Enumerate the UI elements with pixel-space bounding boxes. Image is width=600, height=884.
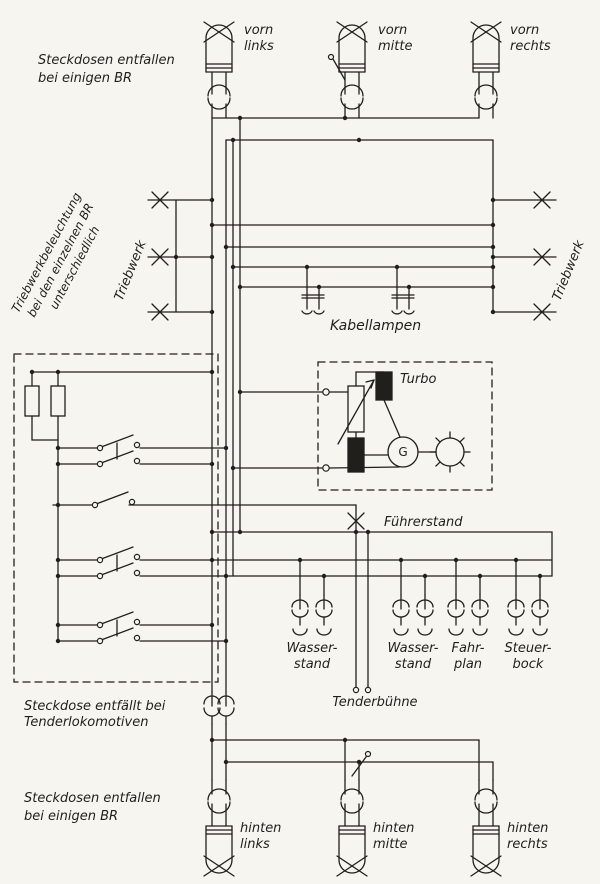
front-middle-label-1: vorn [378, 23, 407, 38]
cabinet-border [13, 353, 219, 683]
svg-text:Triebwerk: Triebwerk [550, 238, 588, 303]
switch-cabinet-group [13, 353, 227, 683]
junction-dots [29, 115, 543, 765]
triebwerk-lamps-right [492, 191, 557, 321]
front-right-label-2: rechts [510, 39, 551, 54]
note-bottom-line1: Steckdosen entfallen [24, 791, 161, 806]
triebwerk-left-label: Triebwerk [112, 238, 150, 303]
rear-middle-label-1: hinten [373, 821, 414, 836]
kabellampen-sockets [301, 266, 415, 315]
rear-left-label-1: hinten [240, 821, 281, 836]
fuehrerstand-label: Führerstand [384, 515, 463, 530]
steuerbock-label-2: bock [513, 657, 544, 672]
resistor-symbol [347, 385, 365, 433]
front-lamp-middle-symbol [327, 21, 368, 119]
tenderbuehne-label: Tenderbühne [332, 695, 417, 710]
switch-blade [332, 58, 346, 81]
turbine-symbol [429, 431, 471, 473]
fahrplan-label-2: plan [453, 657, 482, 672]
triebwerk-lamps-left [147, 191, 213, 321]
front-lamp-left-symbol [203, 21, 235, 119]
fahrplan-label-1: Fahr- [451, 641, 484, 656]
note-bottom-line2: bei einigen BR [24, 809, 118, 824]
note-top-line2: bei einigen BR [38, 71, 132, 86]
note-tender-line1: Steckdose entfällt bei [24, 699, 166, 714]
turbo-box-border [317, 361, 493, 491]
note-top-line1: Steckdosen entfallen [38, 53, 175, 68]
svg-text:Triebwerk: Triebwerk [112, 238, 150, 303]
wasserstand2-label-1: Wasser- [388, 641, 439, 656]
front-middle-label-2: mitte [378, 39, 412, 54]
main-bus-wires [211, 117, 494, 693]
hanging-lamp-sockets [291, 594, 549, 636]
lower-bus-wires [139, 531, 553, 596]
switch-contact [364, 750, 372, 758]
steuerbock-label-1: Steuer- [505, 641, 552, 656]
rear-lamp-middle-symbol [336, 779, 368, 877]
turbo-generator-group: G Turbo [232, 361, 493, 491]
rear-middle-label-2: mitte [373, 837, 407, 852]
rear-lamp-right-symbol [470, 779, 502, 877]
switch-group-2 [52, 491, 136, 509]
switch-group-4 [57, 611, 227, 645]
front-right-label-1: vorn [510, 23, 539, 38]
wasserstand2-label-2: stand [395, 657, 432, 672]
rear-right-label-1: hinten [507, 821, 548, 836]
note-tender-line2: Tenderlokomotiven [24, 715, 148, 730]
turbo-label: Turbo [400, 372, 436, 387]
switch-group-3 [57, 546, 141, 580]
tender-socket-symbols [203, 691, 235, 725]
kabellampen-label: Kabellampen [330, 318, 421, 334]
brush-block-symbol [375, 371, 393, 401]
wasserstand1-label-2: stand [294, 657, 331, 672]
triebwerk-right-label: Triebwerk [550, 238, 588, 303]
front-left-label-1: vorn [244, 23, 273, 38]
switch-group-1 [57, 434, 227, 468]
generator-letter: G [398, 445, 407, 459]
switch-contact [327, 53, 335, 61]
note-triebwerk: Triebwerkbeleuchtung bei den einzelnen B… [9, 190, 103, 320]
middle-bus-wires [211, 224, 494, 288]
bottom-bus-wires [211, 723, 494, 781]
rear-left-label-2: links [240, 837, 270, 852]
wasserstand1-label-1: Wasser- [287, 641, 338, 656]
front-left-label-2: links [244, 39, 274, 54]
fuse-symbol [24, 385, 40, 417]
fuse-symbol [50, 385, 66, 417]
rear-lamp-left-symbol [203, 779, 235, 877]
switch-blade [351, 756, 367, 777]
front-lamp-right-symbol [470, 21, 502, 119]
rear-right-label-2: rechts [507, 837, 548, 852]
fuehrerstand-group [128, 504, 372, 694]
